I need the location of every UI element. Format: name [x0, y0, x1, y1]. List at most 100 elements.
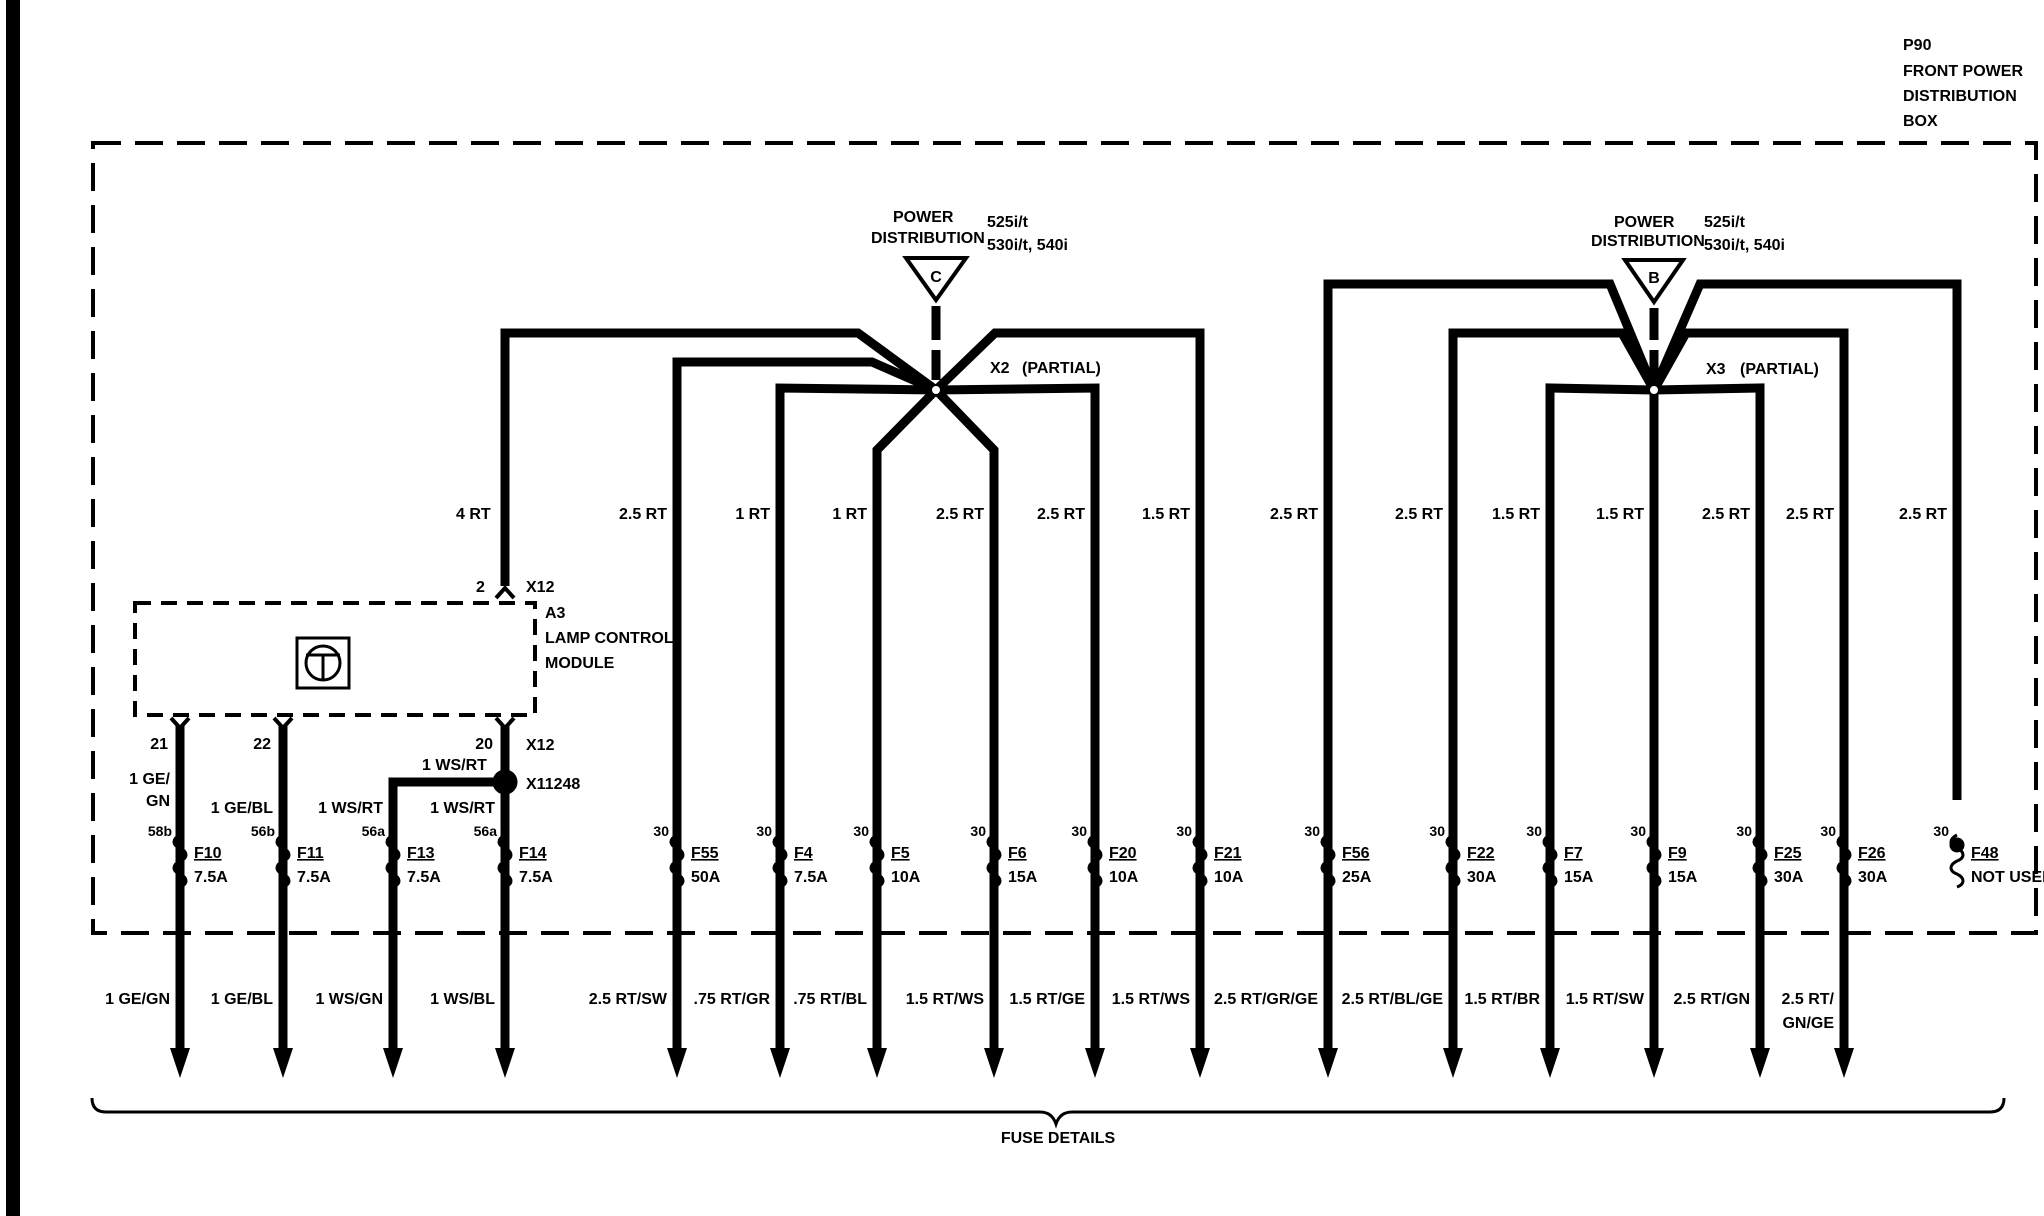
fuse-pin-f26: 30: [1820, 823, 1836, 839]
fuse-pin-f10: 58b: [148, 823, 172, 839]
wire-f21-feed: [932, 328, 1205, 935]
fuse-id-f7: F7: [1564, 845, 1583, 862]
power-dist-b-models2: 530i/t, 540i: [1704, 237, 1785, 254]
fuse-pin-f4: 30: [756, 823, 772, 839]
module-connector-bottom: X12: [526, 737, 555, 754]
fuse-pin-f14: 56a: [474, 823, 498, 839]
fuse-id-f48: F48: [1971, 845, 1999, 862]
output-arrow-icon-f13: [383, 1048, 403, 1078]
box-name-line-2: DISTRIBUTION: [1903, 88, 2017, 105]
box-name-line-1: FRONT POWER: [1903, 63, 2023, 80]
output-arrow-icon-f7: [1540, 1048, 1560, 1078]
output-wire-label-f14: 1 WS/BL: [430, 991, 495, 1008]
wire-f4-feed: [775, 383, 937, 935]
output-wire-label-f10: 1 GE/GN: [105, 991, 170, 1008]
page-margin-bar: [6, 0, 20, 1216]
wire-f56-feed: [1323, 279, 1659, 935]
top-wire-label2-f10: GN: [146, 793, 170, 810]
fuse-symbol-f25: [1752, 833, 1768, 889]
fuse-id-f55: F55: [691, 845, 719, 862]
output-wire-label-f7: 1.5 RT/BR: [1464, 991, 1540, 1008]
fuse-rating-f26: 30A: [1858, 869, 1888, 886]
top-wire-label-f11: 1 GE/BL: [211, 800, 273, 817]
wire-f55-feed: [672, 357, 938, 935]
top-wire-label-f6: 2.5 RT: [936, 506, 984, 523]
output-arrow-icon-f20: [1085, 1048, 1105, 1078]
fuse-id-f13: F13: [407, 845, 435, 862]
fuse-id-f20: F20: [1109, 845, 1137, 862]
wire-f25-feed: [1653, 383, 1765, 935]
power-dist-b-line2: DISTRIBUTION: [1591, 233, 1705, 250]
output-wire-label-f5: .75 RT/BL: [793, 991, 867, 1008]
fuse-pin-f21: 30: [1176, 823, 1192, 839]
fuse-rating-f5: 10A: [891, 869, 921, 886]
fuse-rating-f9: 15A: [1668, 869, 1698, 886]
fuse-symbol-f11: [275, 833, 291, 889]
fuse-symbol-f26: [1836, 833, 1852, 889]
x3-junction-dot: [1648, 384, 1660, 396]
output-arrow-icon-f14: [495, 1048, 515, 1078]
fuse-symbol-f21: [1192, 833, 1208, 889]
output-wire-label-f22: 2.5 RT/BL/GE: [1342, 991, 1444, 1008]
module-pin-20: 20: [475, 736, 493, 753]
fuse-rating-f22: 30A: [1467, 869, 1497, 886]
fuse-pin-f11: 56b: [251, 823, 275, 839]
fuse-pin-f6: 30: [970, 823, 986, 839]
fuse-symbol-f14: [497, 833, 513, 889]
output-arrow-icon-f26: [1834, 1048, 1854, 1078]
fuse-symbol-f13: [385, 833, 401, 889]
fuse-id-f26: F26: [1858, 845, 1886, 862]
x3-connector-label: X3: [1706, 361, 1726, 378]
fuse-id-f9: F9: [1668, 845, 1687, 862]
output-wire-label-f26: 2.5 RT/: [1782, 991, 1835, 1008]
power-dist-c-line1: POWER: [893, 209, 954, 226]
lamp-control-module-outline: [133, 601, 537, 717]
fuse-id-f4: F4: [794, 845, 813, 862]
fuse-rating-f56: 25A: [1342, 869, 1372, 886]
wire-f14-module-feed: [500, 328, 939, 586]
module-connector-top: X12: [526, 579, 555, 596]
fuse-pin-f13: 56a: [362, 823, 386, 839]
top-wire-label-f26: 2.5 RT: [1786, 506, 1834, 523]
output-wire-label-f20: 1.5 RT/GE: [1009, 991, 1085, 1008]
power-dist-b-models1: 525i/t: [1704, 214, 1746, 231]
power-distribution-box-outline: [91, 141, 2038, 935]
power-dist-c-models2: 530i/t, 540i: [987, 237, 1068, 254]
fuse-rating-f21: 10A: [1214, 869, 1244, 886]
output-wire-label-f11: 1 GE/BL: [211, 991, 273, 1008]
output-wire-label-f25: 2.5 RT/GN: [1674, 991, 1750, 1008]
fuse-rating-f13: 7.5A: [407, 869, 441, 886]
wire-f20-feed: [935, 383, 1100, 935]
fuse-rating-f4: 7.5A: [794, 869, 828, 886]
output-arrow-icon-f6: [984, 1048, 1004, 1078]
fuse-id-f14: F14: [519, 845, 547, 862]
module-input-arrow: [494, 585, 516, 600]
output-arrow-icon-f10: [170, 1048, 190, 1078]
power-dist-c-models1: 525i/t: [987, 214, 1029, 231]
module-name-line-1: LAMP CONTROL: [545, 630, 674, 647]
fuse-pin-f7: 30: [1526, 823, 1542, 839]
fuse-id-f10: F10: [194, 845, 222, 862]
top-wire-label-f20: 2.5 RT: [1037, 506, 1085, 523]
x2-partial-label: (PARTIAL): [1022, 360, 1101, 377]
output-wire-label-f6: 1.5 RT/WS: [906, 991, 985, 1008]
splice-wire-label: 1 WS/RT: [422, 757, 487, 774]
fuse-details-bracket: [90, 1097, 2006, 1129]
wire-f48-feed: [1649, 279, 1962, 800]
fuse-symbol-f56: [1320, 833, 1336, 889]
output-wire-label-f56: 2.5 RT/GR/GE: [1214, 991, 1318, 1008]
top-wire-label-f9: 1.5 RT: [1596, 506, 1644, 523]
fuse-rating-f11: 7.5A: [297, 869, 331, 886]
module-symbol-icon: [295, 636, 351, 690]
fuse-pin-f20: 30: [1071, 823, 1087, 839]
fuse-symbol-f4: [772, 833, 788, 889]
output-arrow-icon-f25: [1750, 1048, 1770, 1078]
fuse-symbol-f22: [1445, 833, 1461, 889]
fuse-id-f11: F11: [297, 845, 324, 862]
output-arrow-icon-f11: [273, 1048, 293, 1078]
x3-partial-label: (PARTIAL): [1740, 361, 1819, 378]
output-arrow-icon-f56: [1318, 1048, 1338, 1078]
power-dist-b-letter: B: [1648, 270, 1660, 287]
